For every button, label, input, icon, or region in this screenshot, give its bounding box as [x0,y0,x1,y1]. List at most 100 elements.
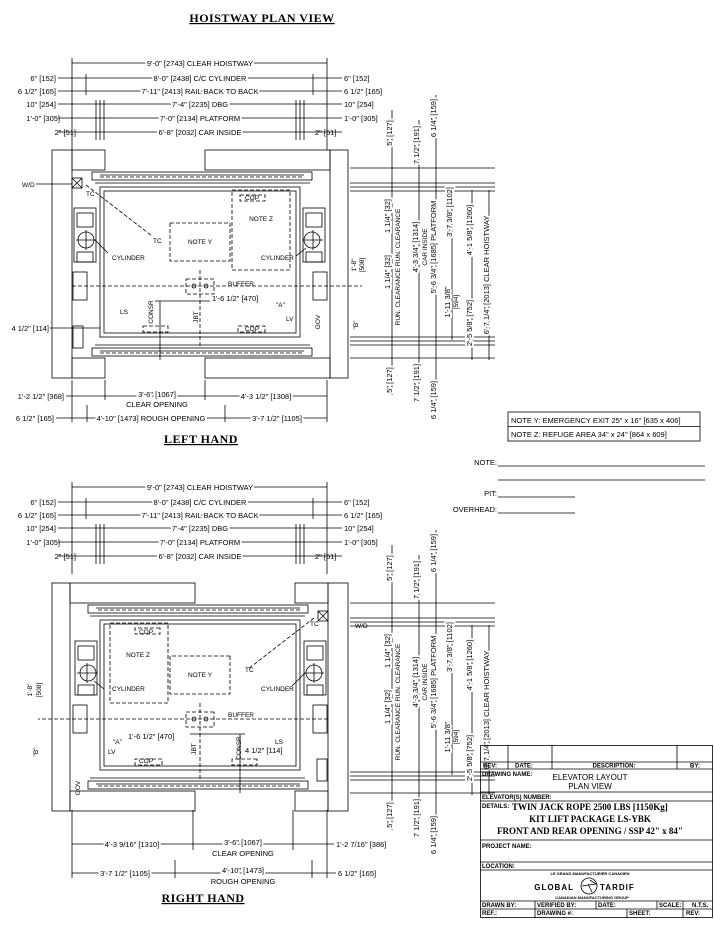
governor [72,325,84,349]
dim-cc-cylinder: 8'-0" [2438] C/C CYLINDER [154,498,247,507]
dim-platform: 7'-0" [2134] PLATFORM [160,538,240,547]
vdim: 6 1/4" [159] [429,816,438,854]
tb-details-3: FRONT AND REAR OPENING / SSP 42" x 84" [497,826,683,836]
dim-clear-opening: 3'-6" [1067] [224,838,262,847]
cop-box [142,325,169,333]
vdim-label: CAR INSIDE [422,228,429,266]
left-hand-title: LEFT HAND [164,432,238,446]
dim-bottom: 4'-3 9/16" [1310] [105,840,160,849]
dim-clear-opening: 3'-6" [1067] [138,390,176,399]
label-dim-114: 4 1/2" [114] [245,746,283,755]
label-gov: GOV [315,314,322,329]
note-label: NOTE: [474,458,497,467]
vdim: 7 1/2" [191] [412,561,421,599]
right-hand-top-dimensions: 9'-0" [2743] CLEAR HOISTWAY 8'-0" [2438]… [18,481,382,563]
tb-elevator-number: ELEVATOR(S) NUMBER: [482,795,552,801]
door-sill [91,171,313,181]
label-cop: COP [139,629,153,636]
label-a: "A" [276,302,286,309]
dim-car-inside: 6'-8" [2032] CAR INSIDE [159,128,242,137]
vdim: 1'-11 3/8" [443,721,452,752]
tb-rev: REV: [483,764,497,770]
door-sill [87,604,309,614]
right-hand-title: RIGHT HAND [161,891,244,905]
vdim: 7 1/2" [191] [412,799,421,837]
travel-cable-line [247,617,315,670]
note-z-text: NOTE Z: REFUGE AREA 34" x 24" [864 x 609… [511,430,667,439]
left-hand-bottom-dimensions: 1'-2 1/2" [368] 3'-6" [1067] CLEAR OPENI… [16,388,304,446]
dim-clear-opening-label: CLEAR OPENING [212,849,274,858]
dim-rough-opening-label: ROUGH OPENING [211,877,276,886]
dim-dbg: 7'-4" [2235] DBG [172,524,228,533]
dim-right: 6 1/2" [165] [344,87,382,96]
note-y-box [169,655,231,695]
dim-left: 1'-0" [305] [26,538,60,547]
label-dim-508: 1'-8" [27,683,34,697]
vdim: 7 1/2" [191] [412,364,421,402]
tb-location: LOCATION: [482,864,515,870]
logo-right-text: TARDIF [600,883,635,892]
dim-right: 6" [152] [344,498,370,507]
dim-clear-hoistway: 9'-0" [2743] CLEAR HOISTWAY [147,59,253,68]
cop-box [237,325,266,333]
vdim: 5" [127] [385,367,394,393]
wd-box [317,610,329,622]
label-b: "B" [33,747,40,757]
cylinder-base [305,251,323,263]
leader [295,247,307,257]
hoistway-wall [69,582,196,604]
vdim: 6 1/4" [159] [429,381,438,419]
vdim: 6 1/4" [159] [429,534,438,572]
left-hand-vertical-dimensions: 5" [127] 1 1/4" [32] 1 1/4" [32] RUN. CL… [381,97,493,421]
dim-left: 6 1/2" [165] [18,87,56,96]
left-hand-top-dimensions: 9'-0" [2743] CLEAR HOISTWAY 8'-0" [2438]… [18,57,382,139]
label-cylinder: CYLINDER [112,255,145,262]
dim-left: 6" [152] [30,74,56,83]
tb-details-1: TWIN JACK ROPE 2500 LBS [1150Kg] [512,802,668,812]
sheet-title: HOISTWAY PLAN VIEW [189,11,334,25]
pit-label: PIT: [484,489,497,498]
title-block: REV: DATE: DESCRIPTION: BY: DRAWING NAME… [480,745,713,918]
label-note-y: NOTE Y [188,672,213,679]
dim-clear-hoistway: 9'-0" [2743] CLEAR HOISTWAY [147,483,253,492]
left-hand-plan-geometry [36,149,362,379]
vdim: 4'-3 3/4" [1314] [411,222,420,272]
dim-right: 6 1/2" [165] [344,511,382,520]
dim-right: 1'-0" [305] [344,538,378,547]
tb-scale: SCALE: [659,903,681,909]
cop-box [134,627,161,635]
vdim-label: RUN. CLEARANCE RUN. CLEARANCE [395,643,402,760]
tb-drawn-by: DRAWN BY: [482,903,516,909]
vdim: [594] [453,730,460,745]
cylinder-head [306,645,324,661]
label-jbt: JBT [193,311,200,323]
label-note-z: NOTE Z [126,652,150,659]
logo-plane-icon [581,879,598,893]
tb-date: DATE: [515,764,533,770]
dim-bottom: 1'-2 7/16" [386] [336,840,386,849]
logo-left-text: GLOBAL [534,883,574,892]
dim-left: 1'-0" [305] [26,114,60,123]
cylinder-head [76,212,94,228]
governor [316,758,328,782]
right-hand-bottom-dimensions: 4'-3 9/16" [1310] 3'-6" [1067] CLEAR OPE… [98,836,386,905]
leader [93,680,105,690]
hoistway-wall [294,582,329,604]
vdim: 5" [127] [385,555,394,581]
cylinder-base [76,251,94,263]
car-inside [103,623,297,767]
vdim: 3'-7 3/8" [1102] [445,622,454,672]
dim-bottom: 4'-3 1/2" [1308] [241,392,291,401]
vdim: 5'-6 3/4" [1685] PLATFORM [429,636,438,729]
label-cop: COP [245,195,259,202]
dim-car-inside: 6'-8" [2032] CAR INSIDE [159,552,242,561]
left-hand-dimension-lines [56,58,342,422]
label-tc: TC [86,191,95,198]
logo-bottom-text: CANADIAN MANUFACTURING GROUP [555,895,629,900]
tb-date2: DATE: [598,903,616,909]
tb-scale-value: N.T.S. [692,903,709,909]
dim-left: 2" [51] [55,552,76,561]
vdim: 6 1/4" [159] [429,99,438,137]
wd-x [71,177,83,189]
dim-right: 10" [254] [344,100,374,109]
